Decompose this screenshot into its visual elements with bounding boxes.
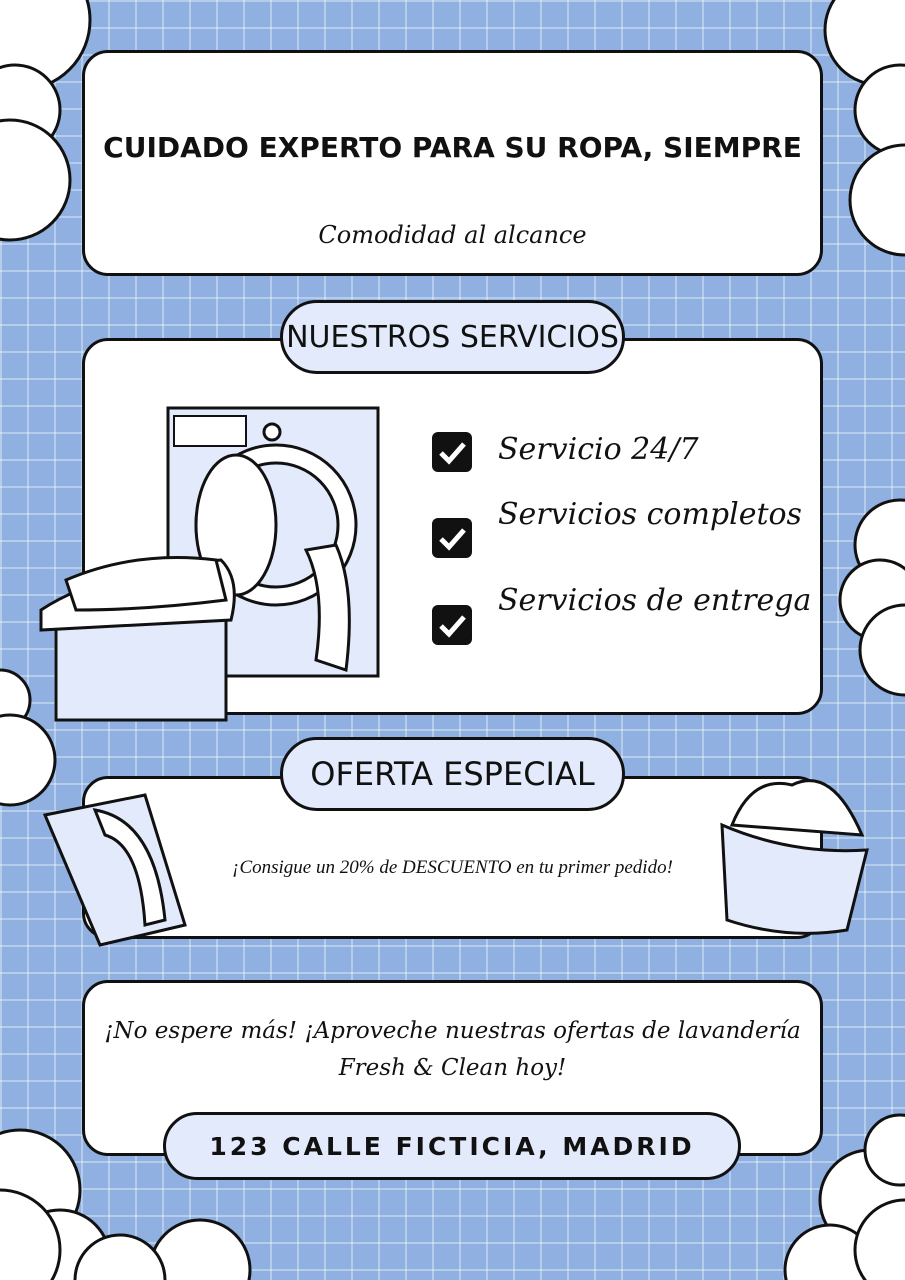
washing-machine-illustration [39, 406, 380, 722]
checkbox-checked-icon [432, 432, 472, 472]
checkbox-checked-icon [432, 605, 472, 645]
offer-heading: OFERTA ESPECIAL [280, 737, 625, 811]
services-heading: NUESTROS SERVICIOS [280, 300, 625, 374]
offer-card [82, 776, 823, 939]
cta-line-2: Fresh & Clean hoy! [338, 1055, 567, 1081]
page-title: CUIDADO EXPERTO PARA SU ROPA, SIEMPRE [103, 131, 802, 164]
service-item: Servicio 24/7 [498, 432, 699, 467]
service-item: Servicios completos [498, 497, 802, 532]
header-card: CUIDADO EXPERTO PARA SU ROPA, SIEMPRE Co… [82, 50, 823, 276]
shopping-bag-illustration [42, 793, 187, 947]
address-pill: 123 CALLE FICTICIA, MADRID [163, 1112, 741, 1180]
offer-text: ¡Consigue un 20% de DESCUENTO en tu prim… [232, 857, 673, 878]
laundry-basket-illustration [720, 779, 869, 935]
checkbox-checked-icon [432, 518, 472, 558]
service-item: Servicios de entrega [498, 583, 812, 618]
cta-line-1: ¡No espere más! ¡Aproveche nuestras ofer… [104, 1018, 801, 1044]
subtitle: Comodidad al alcance [318, 221, 587, 249]
